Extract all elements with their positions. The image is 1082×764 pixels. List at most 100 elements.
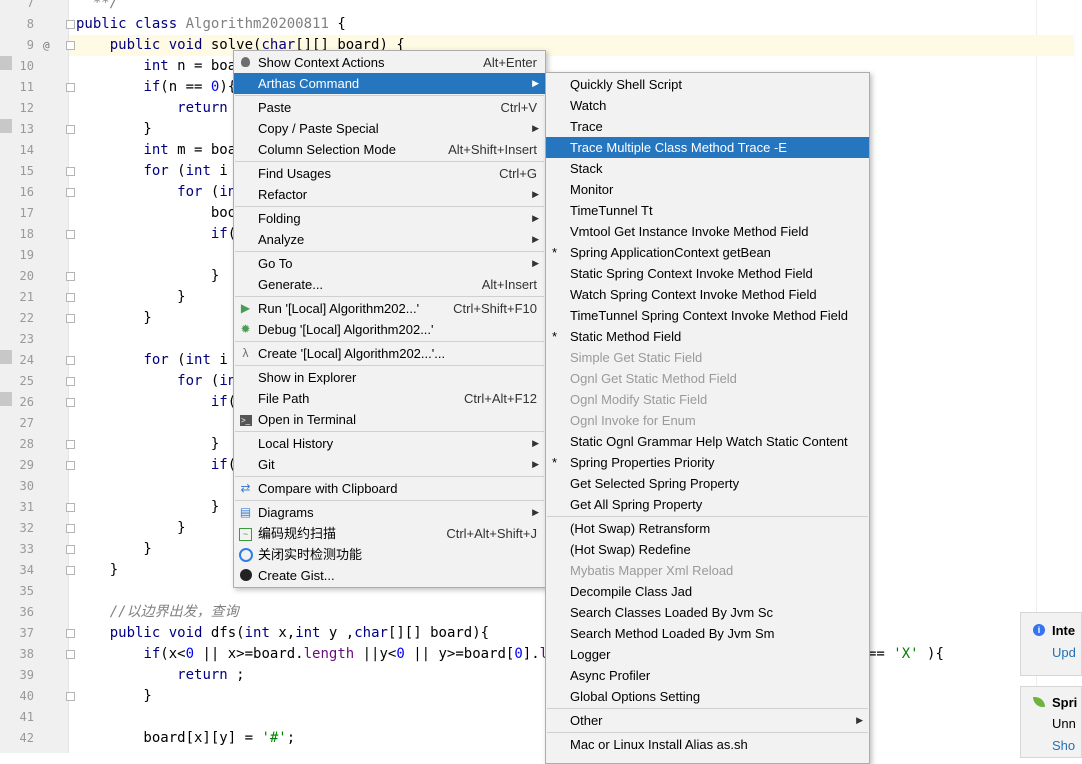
menu-item-timetunnel-spring-context-invoke-method-field[interactable]: TimeTunnel Spring Context Invoke Method …	[546, 305, 869, 326]
code-line[interactable]: bool	[76, 205, 245, 221]
fold-marker-icon[interactable]	[66, 293, 75, 302]
menu-item-run-local-algorithm202[interactable]: ▶Run '[Local] Algorithm202...'Ctrl+Shift…	[234, 298, 545, 319]
code-line[interactable]: if(b	[210, 457, 245, 473]
menu-item-monitor[interactable]: Monitor	[546, 179, 869, 200]
code-line[interactable]: return ;	[177, 100, 244, 116]
menu-item-analyze[interactable]: Analyze▶	[234, 229, 545, 250]
menu-item-local-history[interactable]: Local History▶	[234, 433, 545, 454]
code-line[interactable]: public void dfs(int x,int y ,char[][] bo…	[109, 625, 490, 641]
menu-item-hot-swap-redefine[interactable]: (Hot Swap) Redefine	[546, 539, 869, 560]
menu-item-create-gist[interactable]: Create Gist...	[234, 565, 545, 586]
code-line[interactable]: for (int i =	[143, 352, 245, 368]
code-line[interactable]: }	[76, 310, 152, 326]
code-line[interactable]: public void solve(char[][] board) {	[109, 37, 405, 53]
code-line[interactable]: }	[76, 541, 152, 557]
fold-marker-icon[interactable]	[66, 440, 75, 449]
menu-item-diagrams[interactable]: ▤Diagrams▶	[234, 502, 545, 523]
code-line-tail[interactable]: == 'X' ){	[868, 646, 944, 662]
fold-marker-icon[interactable]	[66, 461, 75, 470]
menu-item-mybatis-mapper-xml-reload[interactable]: Mybatis Mapper Xml Reload	[546, 560, 869, 581]
notification-link[interactable]: Upd	[1052, 645, 1076, 660]
menu-item-show-in-explorer[interactable]: Show in Explorer	[234, 367, 545, 388]
menu-item-decompile-class-jad[interactable]: Decompile Class Jad	[546, 581, 869, 602]
code-line[interactable]: board[x][y] = '#';	[76, 730, 296, 746]
fold-marker-icon[interactable]	[66, 125, 75, 134]
code-line[interactable]: if(b	[210, 394, 245, 410]
fold-marker-icon[interactable]	[66, 566, 75, 575]
code-line[interactable]: }	[76, 289, 186, 305]
menu-item-open-in-terminal[interactable]: >_Open in Terminal	[234, 409, 545, 430]
code-line[interactable]: return ;	[177, 667, 245, 683]
code-line[interactable]: }	[76, 436, 220, 452]
fold-marker-icon[interactable]	[66, 524, 75, 533]
menu-item-search-classes-loaded-by-jvm-sc[interactable]: Search Classes Loaded By Jvm Sc	[546, 602, 869, 623]
fold-marker-icon[interactable]	[66, 230, 75, 239]
notification-link[interactable]: Sho	[1052, 738, 1076, 753]
code-line[interactable]: if(n == 0){	[143, 79, 237, 95]
menu-item-spring-properties-priority[interactable]: *Spring Properties Priority	[546, 452, 869, 473]
menu-item-other[interactable]: Other▶	[546, 710, 869, 731]
code-line[interactable]: for (int i =	[143, 163, 245, 179]
menu-item-arthas-command[interactable]: Arthas Command▶	[234, 73, 545, 94]
code-line[interactable]: for (int	[177, 373, 245, 389]
override-marker-icon[interactable]: @	[43, 39, 50, 52]
fold-marker-icon[interactable]	[66, 356, 75, 365]
fold-marker-icon[interactable]	[66, 545, 75, 554]
menu-item-refactor[interactable]: Refactor▶	[234, 184, 545, 205]
code-line[interactable]: int m = boar	[143, 142, 245, 158]
menu-item-watch-spring-context-invoke-method-field[interactable]: Watch Spring Context Invoke Method Field	[546, 284, 869, 305]
menu-item-ognl-modify-static-field[interactable]: Ognl Modify Static Field	[546, 389, 869, 410]
menu-item-copy-paste-special[interactable]: Copy / Paste Special▶	[234, 118, 545, 139]
fold-marker-icon[interactable]	[66, 629, 75, 638]
menu-item-simple-get-static-field[interactable]: Simple Get Static Field	[546, 347, 869, 368]
menu-item-vmtool-get-instance-invoke-method-field[interactable]: Vmtool Get Instance Invoke Method Field	[546, 221, 869, 242]
menu-item-stack[interactable]: Stack	[546, 158, 869, 179]
menu-item-logger[interactable]: Logger	[546, 644, 869, 665]
menu-item-timetunnel-tt[interactable]: TimeTunnel Tt	[546, 200, 869, 221]
menu-item-static-method-field[interactable]: *Static Method Field	[546, 326, 869, 347]
menu-item-quickly-shell-script[interactable]: Quickly Shell Script	[546, 74, 869, 95]
code-line[interactable]: }	[76, 499, 220, 515]
code-line[interactable]: }	[76, 121, 152, 137]
menu-item-get-selected-spring-property[interactable]: Get Selected Spring Property	[546, 473, 869, 494]
code-line[interactable]: int n = boar	[143, 58, 245, 74]
menu-item-ognl-invoke-for-enum[interactable]: Ognl Invoke for Enum	[546, 410, 869, 431]
menu-item-ognl-get-static-method-field[interactable]: Ognl Get Static Method Field	[546, 368, 869, 389]
menu-item-git[interactable]: Git▶	[234, 454, 545, 475]
fold-marker-icon[interactable]	[66, 188, 75, 197]
menu-item-static-spring-context-invoke-method-field[interactable]: Static Spring Context Invoke Method Fiel…	[546, 263, 869, 284]
code-line[interactable]: }	[76, 562, 119, 578]
fold-marker-icon[interactable]	[66, 83, 75, 92]
menu-item-trace[interactable]: Trace	[546, 116, 869, 137]
code-line[interactable]: public class Algorithm20200811 {	[76, 16, 346, 32]
code-line[interactable]: **/	[76, 0, 119, 11]
fold-marker-icon[interactable]	[66, 377, 75, 386]
fold-marker-icon[interactable]	[66, 692, 75, 701]
code-line[interactable]: for (int	[177, 184, 245, 200]
code-line[interactable]: }	[76, 688, 152, 704]
menu-item-search-method-loaded-by-jvm-sm[interactable]: Search Method Loaded By Jvm Sm	[546, 623, 869, 644]
menu-item-watch[interactable]: Watch	[546, 95, 869, 116]
fold-marker-icon[interactable]	[66, 398, 75, 407]
code-line[interactable]: //以边界出发，查询	[76, 604, 239, 620]
menu-item-generate[interactable]: Generate...Alt+Insert	[234, 274, 545, 295]
menu-item-get-all-spring-property[interactable]: Get All Spring Property	[546, 494, 869, 515]
code-line[interactable]: }	[76, 520, 186, 536]
code-line[interactable]: }	[76, 268, 220, 284]
fold-marker-icon[interactable]	[66, 167, 75, 176]
fold-marker-icon[interactable]	[66, 20, 75, 29]
notification-info[interactable]: i Inte Upd	[1020, 612, 1082, 676]
fold-marker-icon[interactable]	[66, 314, 75, 323]
menu-item-mac-or-linux-install-alias-as-sh[interactable]: Mac or Linux Install Alias as.sh	[546, 734, 869, 755]
fold-marker-icon[interactable]	[66, 650, 75, 659]
menu-item-folding[interactable]: Folding▶	[234, 208, 545, 229]
notification-spring[interactable]: Spri Unn Sho	[1020, 686, 1082, 758]
menu-item-go-to[interactable]: Go To▶	[234, 253, 545, 274]
fold-marker-icon[interactable]	[66, 272, 75, 281]
menu-item-debug-local-algorithm202[interactable]: ✹Debug '[Local] Algorithm202...'	[234, 319, 545, 340]
